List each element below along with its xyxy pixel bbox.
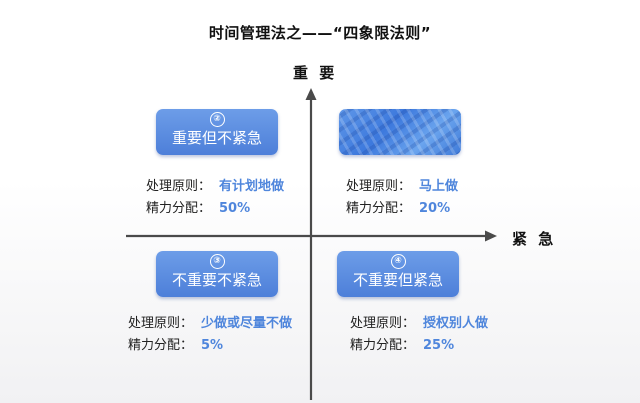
rule-label: 处理原则：	[350, 316, 416, 331]
quadrant-2-energy-row: 精力分配： 50%	[146, 198, 284, 220]
energy-label: 精力分配：	[346, 201, 412, 216]
rule-value: 授权别人做	[423, 316, 489, 331]
quadrant-1-energy-row: 精力分配： 20%	[346, 198, 458, 220]
quadrant-4-energy-row: 精力分配： 25%	[350, 335, 488, 357]
horizontal-axis-arrow-icon	[485, 230, 497, 242]
energy-label: 精力分配：	[146, 201, 212, 216]
rule-value: 少做或尽量不做	[201, 316, 293, 331]
circled-number-icon: ④	[390, 254, 406, 269]
circled-number-icon: ②	[209, 112, 225, 127]
quadrant-3-energy-row: 精力分配： 5%	[128, 335, 292, 357]
quadrant-4-box: ④ 不重要但紧急	[337, 251, 459, 297]
quadrant-1-image	[339, 109, 461, 155]
energy-label: 精力分配：	[128, 338, 194, 353]
diagram-title: 时间管理法之——“四象限法则”	[208, 24, 432, 42]
vertical-axis-arrow-icon	[305, 88, 317, 100]
rule-value: 有计划地做	[219, 179, 285, 194]
quadrant-1-rule-row: 处理原则： 马上做	[346, 176, 458, 198]
quadrant-1-info: 处理原则： 马上做 精力分配： 20%	[346, 176, 458, 220]
rule-label: 处理原则：	[128, 316, 194, 331]
quadrant-3-rule-row: 处理原则： 少做或尽量不做	[128, 313, 292, 335]
quadrant-2-label: 重要但不紧急	[171, 129, 262, 147]
energy-value: 5%	[201, 338, 224, 353]
quadrant-1-box	[339, 109, 461, 155]
energy-label: 精力分配：	[350, 338, 416, 353]
rule-value: 马上做	[419, 179, 459, 194]
rule-label: 处理原则：	[346, 179, 412, 194]
quadrant-4-rule-row: 处理原则： 授权别人做	[350, 313, 488, 335]
y-axis-label: 重 要	[293, 64, 338, 82]
quadrant-2-rule-row: 处理原则： 有计划地做	[146, 176, 284, 198]
quadrant-4-label: 不重要但紧急	[352, 271, 443, 289]
quadrant-3-label: 不重要不紧急	[171, 271, 262, 289]
quadrant-2-box: ② 重要但不紧急	[156, 109, 278, 155]
energy-value: 25%	[423, 338, 455, 353]
quadrant-4-info: 处理原则： 授权别人做 精力分配： 25%	[350, 313, 488, 357]
quadrant-3-info: 处理原则： 少做或尽量不做 精力分配： 5%	[128, 313, 292, 357]
energy-value: 20%	[419, 201, 451, 216]
energy-value: 50%	[219, 201, 251, 216]
rule-label: 处理原则：	[146, 179, 212, 194]
circled-number-icon: ③	[209, 254, 225, 269]
quadrant-2-info: 处理原则： 有计划地做 精力分配： 50%	[146, 176, 284, 220]
quadrant-3-box: ③ 不重要不紧急	[156, 251, 278, 297]
x-axis-label: 紧 急	[512, 230, 557, 248]
